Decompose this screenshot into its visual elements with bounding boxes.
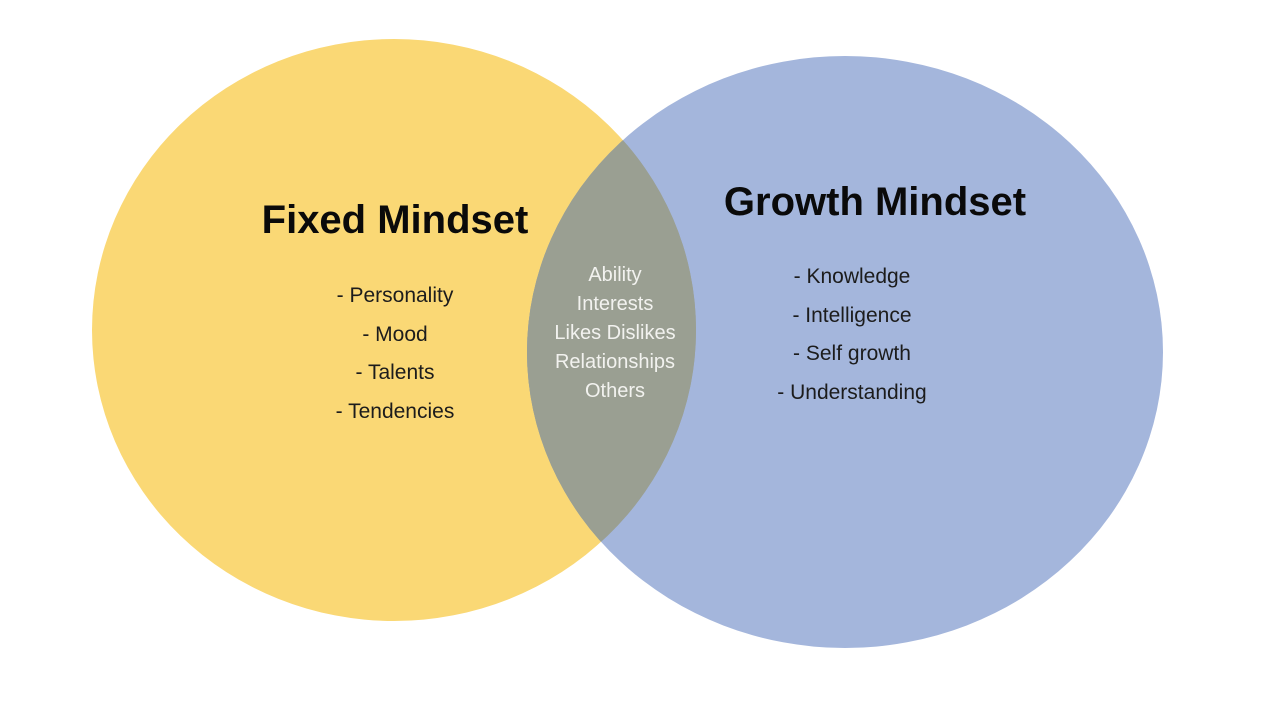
list-item: - Self growth [793,342,911,365]
list-item: Relationships [554,351,676,373]
fixed-mindset-circle [92,39,696,621]
list-item: - Mood [362,322,428,346]
list-item: - Talents [355,361,435,384]
list-item: - Understanding [777,380,927,404]
list-item: - Tendencies [335,399,455,423]
list-item: Ability [588,264,642,286]
fixed-mindset-list: - Personality - Mood - Talents - Tendenc… [245,277,545,431]
list-item: Others [584,380,646,402]
list-item: Interests [576,293,654,315]
growth-mindset-circle [527,56,1163,648]
fixed-mindset-title: Fixed Mindset [261,198,529,242]
overlap-list: Ability Interests Likes Dislikes Relatio… [515,261,715,406]
list-item: Likes Dislikes [554,322,676,344]
list-item: - Intelligence [792,303,912,327]
growth-mindset-title: Growth Mindset [723,180,1027,224]
growth-mindset-list: - Knowledge - Intelligence - Self growth… [702,258,1002,412]
list-item: - Knowledge [793,265,911,288]
list-item: - Personality [336,284,454,307]
